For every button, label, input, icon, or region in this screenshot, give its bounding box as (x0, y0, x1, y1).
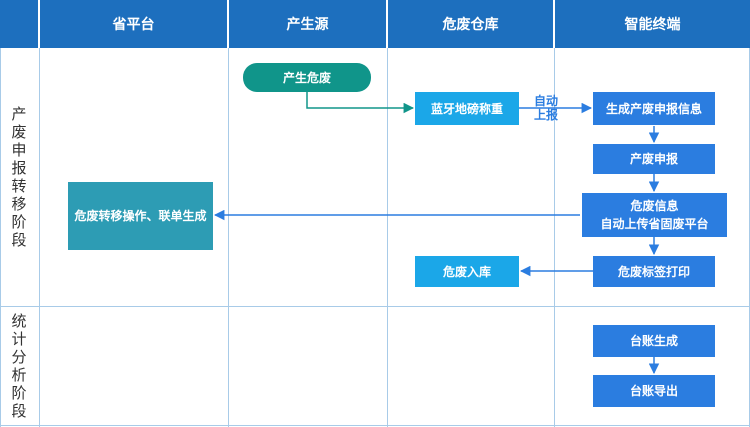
lane-header-terminal: 智能终端 (555, 0, 750, 48)
grid-line (387, 48, 388, 427)
lane-header-producer: 产生源 (229, 0, 386, 48)
node-ledger-export: 台账导出 (593, 375, 715, 407)
node-auto-upload-line2: 自动上传省固废平台 (600, 217, 709, 231)
header-corner (0, 0, 38, 48)
grid-line (39, 48, 40, 427)
node-generate-waste: 产生危废 (243, 63, 371, 92)
node-warehouse-in: 危废入库 (415, 256, 519, 287)
phase-divider (0, 306, 750, 307)
node-declare: 产废申报 (593, 144, 715, 174)
node-auto-upload-line1: 危废信息 (630, 199, 679, 213)
grid-line (0, 48, 1, 427)
node-auto-upload: 危废信息 自动上传省固废平台 (582, 193, 727, 237)
lane-header-warehouse: 危废仓库 (388, 0, 553, 48)
node-ledger-generate: 台账生成 (593, 325, 715, 357)
arrow-generate-to-weighing (306, 92, 415, 114)
phase-label-analysis: 统计分析阶段 (9, 312, 28, 421)
node-generate-declare-info: 生成产废申报信息 (593, 92, 715, 125)
grid-line (0, 425, 750, 426)
node-bluetooth-weighing: 蓝牙地磅称重 (415, 92, 519, 125)
grid-line (554, 48, 555, 427)
edge-label-auto-report: 自动 上报 (533, 94, 558, 122)
lane-header-province: 省平台 (40, 0, 227, 48)
node-label-print: 危废标签打印 (593, 256, 715, 287)
phase-label-transfer: 产废申报转移阶段 (9, 106, 28, 250)
grid-line (228, 48, 229, 427)
node-transfer-operation: 危废转移操作、联单生成 (68, 182, 213, 250)
